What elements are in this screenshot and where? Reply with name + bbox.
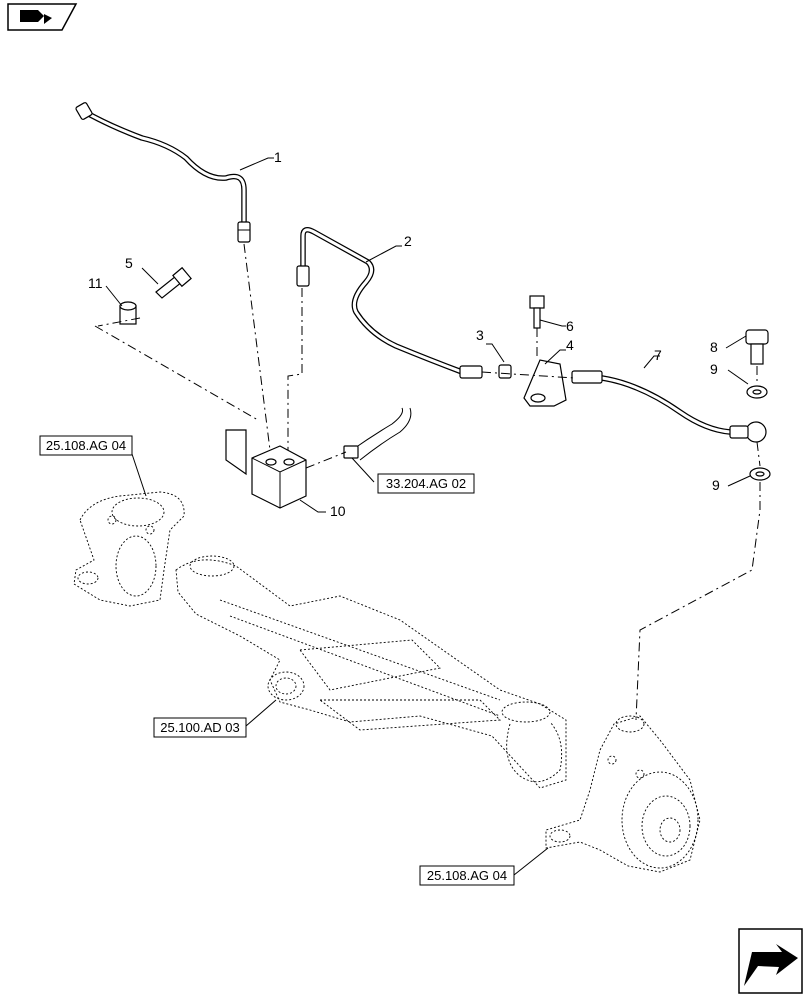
banjo-bolt-8[interactable] [745, 329, 769, 365]
reference-axle[interactable]: 25.100.AD 03 [153, 717, 247, 738]
reference-hose-label: 33.204.AG 02 [386, 476, 466, 491]
reference-bottom-label: 25.108.AG 04 [427, 868, 507, 883]
callout-9-upper: 9 [710, 361, 718, 377]
bracket-4[interactable] [523, 359, 567, 407]
reference-axle-label: 25.100.AD 03 [160, 720, 240, 735]
pipe-2[interactable] [296, 227, 483, 379]
right-steering-knuckle [545, 715, 701, 873]
bolt-5[interactable] [155, 266, 192, 299]
spacer-11[interactable] [119, 301, 137, 325]
next-page-arrow-icon[interactable] [738, 928, 803, 994]
fitting-3[interactable] [498, 364, 512, 379]
reference-bottom[interactable]: 25.108.AG 04 [419, 865, 515, 886]
bolt-6[interactable] [529, 295, 545, 329]
washer-9-upper[interactable] [746, 385, 768, 399]
front-axle-housing [175, 555, 567, 789]
supply-hose [343, 407, 412, 461]
leader-lines [105, 157, 751, 876]
reference-hose[interactable]: 33.204.AG 02 [377, 473, 475, 494]
callout-2: 2 [404, 233, 412, 249]
callout-10: 10 [330, 503, 346, 519]
callout-4: 4 [566, 337, 574, 353]
assembly-center-lines [94, 243, 761, 721]
callout-3: 3 [476, 327, 484, 343]
book-arrow-icon[interactable] [7, 3, 78, 31]
reference-top-left[interactable]: 25.108.AG 04 [39, 435, 133, 456]
callout-5: 5 [125, 255, 133, 271]
hose-7[interactable] [571, 370, 767, 443]
pipe-1[interactable] [75, 102, 251, 243]
callout-9-lower: 9 [712, 477, 720, 493]
washer-9-lower[interactable] [749, 467, 771, 481]
reference-top-left-label: 25.108.AG 04 [46, 438, 126, 453]
callout-8: 8 [710, 339, 718, 355]
block-10[interactable] [225, 429, 307, 509]
callout-1: 1 [274, 149, 282, 165]
left-steering-knuckle [73, 491, 185, 607]
callout-11: 11 [88, 275, 103, 291]
callout-6: 6 [566, 318, 574, 334]
callout-7: 7 [654, 347, 662, 363]
